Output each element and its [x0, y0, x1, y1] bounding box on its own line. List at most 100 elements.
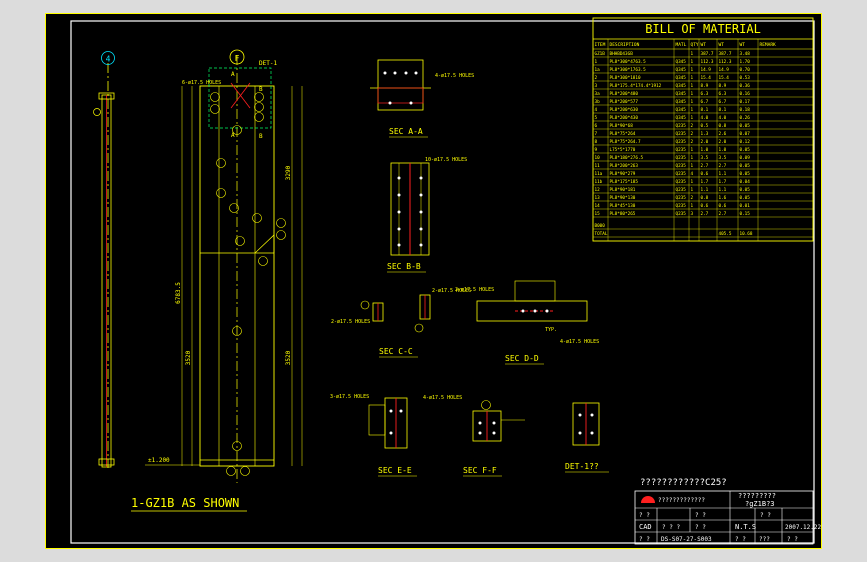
bom-cell: PL8*200*577 [610, 99, 639, 105]
bom-cell: 1.1 [719, 187, 727, 193]
bom-cell: 1.1 [719, 171, 727, 177]
bom-cell: 0.70 [740, 67, 751, 73]
bom-cell: 1 [691, 107, 694, 113]
bom-cell: 4.0 [701, 115, 709, 121]
sec-c-holes-right: 2-ø17.5 HOLES [432, 288, 471, 294]
bom-cell: 387.7 [719, 51, 732, 57]
bom-cell: 0.05 [740, 123, 751, 129]
bom-cell: 6.3 [719, 91, 727, 97]
bom-cell: 0.12 [740, 139, 751, 145]
bom-cell: 3 [691, 211, 694, 217]
svg-text:???: ??? [759, 536, 770, 543]
bom-cell: 1 [691, 147, 694, 153]
bom-cell: 1 [691, 163, 694, 169]
bom-cell: Q345 [676, 115, 687, 121]
bom-cell: 15.4 [701, 75, 712, 81]
dim-upper-right: 3290 [285, 165, 292, 180]
bom-cell: 14.9 [701, 67, 712, 73]
bom-cell: PL8*175.4*174.4*1912 [610, 83, 662, 89]
bom-cell: 10.68 [740, 231, 753, 237]
bom-cell: PL8*80*265 [610, 211, 636, 217]
bom-cell: 0.05 [740, 147, 751, 153]
bom-cell: Q235 [676, 131, 687, 137]
label-sec-d-d: SEC D-D [505, 354, 539, 363]
bom-cell: 1.3 [701, 131, 709, 137]
svg-text:B: B [259, 133, 263, 140]
bom-cell: PL8*180*276.5 [610, 155, 644, 161]
project-note: ????????????C25? [640, 478, 727, 488]
drawing-name-1: ????????? [738, 492, 776, 500]
bom-cell: Q235 [676, 187, 687, 193]
bom-cell: Q345 [676, 83, 687, 89]
section-d-d: 2-ø17.5 HOLES 4-ø17.5 HOLES TYP. SEC D-D [455, 280, 599, 365]
bom-cell: PL8*90*130 [610, 195, 636, 201]
bom-cell: 1 [691, 67, 694, 73]
bom-header-cell: REMARK [760, 42, 777, 48]
bom-cell: Q235 [676, 179, 687, 185]
inner-frame [70, 20, 815, 544]
bom-cell: 0.05 [740, 187, 751, 193]
bom-cell: Q235 [676, 155, 687, 161]
sec-b-holes: 10-ø17.5 HOLES [425, 157, 467, 163]
bom-cell: 1 [595, 59, 598, 65]
bom-cell: 1 [691, 83, 694, 89]
bom-cell: 0.26 [740, 115, 751, 121]
bom-cell: PL8*200*430 [610, 115, 639, 121]
bom-cell: PL8*300*1810 [610, 75, 641, 81]
elevation-mark: ±1.200 [148, 457, 170, 464]
section-c-c: 2-ø17.5 HOLES 2-ø17.5 HOLES SEC C-C [331, 288, 471, 358]
bom-cell: 3b [595, 99, 601, 105]
svg-text:? ?: ? ? [735, 536, 746, 543]
bom-cell: 3a [595, 91, 601, 97]
svg-text:? ?: ? ? [695, 512, 706, 519]
bom-cell: 3 [595, 83, 598, 89]
bom-cell: Q345 [676, 107, 687, 113]
section-f-f: 4-ø17.5 HOLES SEC F-F [423, 395, 525, 477]
bom-cell: PL8*90*181 [610, 187, 636, 193]
bom-cell: Q235 [676, 147, 687, 153]
bom-cell: Q345 [676, 99, 687, 105]
bom-cell: 0.05 [740, 163, 751, 169]
bom-cell: 0.09 [740, 155, 751, 161]
label-sec-b-b: SEC B-B [387, 262, 421, 271]
bom-cell: 2 [691, 195, 694, 201]
bom-cell: 8 [595, 139, 598, 145]
bom-cell: GZ1B [595, 51, 606, 57]
column-front-elevation: F DET-1 6-ø17.5 HOLES A A B B [145, 49, 303, 483]
svg-text:? ?: ? ? [787, 536, 798, 543]
bom-cell: 4.0 [719, 115, 727, 121]
bom-cell: 0.05 [740, 195, 751, 201]
bom-cell: 2.6 [719, 131, 727, 137]
bom-cell: Q235 [676, 211, 687, 217]
bom-cell: 2 [691, 139, 694, 145]
bom-cell: PL8*200*480 [610, 91, 639, 97]
bom-cell: 1 [691, 51, 694, 57]
sec-d-typ: TYP. [545, 327, 557, 333]
svg-text:? ? ?: ? ? ? [662, 524, 680, 531]
bom-cell: 0.8 [701, 195, 709, 201]
column-side-elevation: 4 [93, 51, 115, 468]
bom-cell: 0.17 [740, 99, 751, 105]
svg-text:? ?: ? ? [695, 524, 706, 531]
bom-cell: PL8*90*279 [610, 171, 636, 177]
bom-cell: 0.6 [701, 171, 709, 177]
bom-cell: Q235 [676, 195, 687, 201]
bom-cell: Q345 [676, 91, 687, 97]
bom-cell: 15.4 [719, 75, 730, 81]
bom-cell: PL8*200*263 [610, 163, 639, 169]
bom-cell: 1.0 [719, 147, 727, 153]
svg-text:? ?: ? ? [639, 512, 650, 519]
label-sec-a-a: SEC A-A [389, 127, 423, 136]
bom-header-cell: WT [740, 42, 746, 48]
bom-cell: 2.7 [701, 163, 709, 169]
bom-cell: PL8*300*1763.5 [610, 67, 647, 73]
bom-cell: Q235 [676, 163, 687, 169]
bom-header-cell: DESCRIPTION [610, 42, 640, 48]
bom-cell: 8.1 [701, 107, 709, 113]
svg-text:? ?: ? ? [639, 536, 650, 543]
bom-cell: 1 [691, 99, 694, 105]
sec-c-holes-left: 2-ø17.5 HOLES [331, 319, 370, 325]
bom-cell: 0.16 [740, 91, 751, 97]
bom-cell: PL8*200*630 [610, 107, 639, 113]
